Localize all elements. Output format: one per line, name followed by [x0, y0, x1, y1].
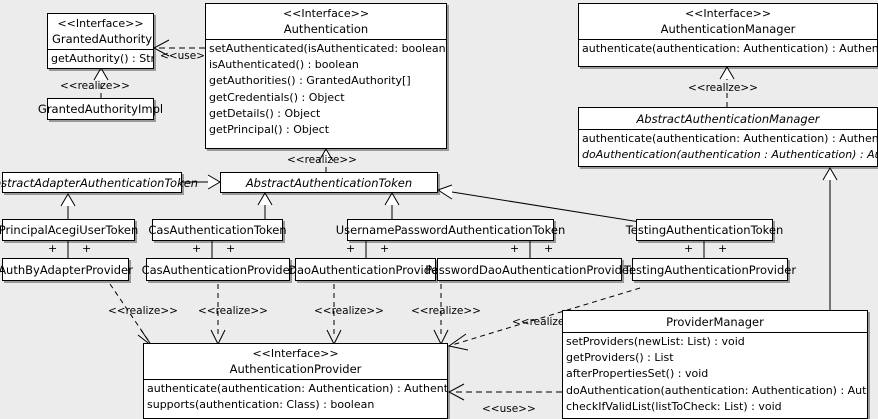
class-auth-by-adapter-provider[interactable]: AuthByAdapterProvider: [0, 258, 133, 281]
rel-label-realize-auth-by-adapter: <<realize>>: [108, 305, 178, 317]
member-row: doAuthentication(authentication: Authent…: [566, 383, 867, 397]
class-principal-acegi-user-token[interactable]: PrincipalAcegiUserToken: [0, 219, 139, 241]
assoc-plus-password-dao-provider: +: [544, 242, 554, 255]
rel-label-realize-abstract-authentication-manager: <<realize>>: [688, 82, 758, 94]
class-name: PasswordDaoAuthenticationProvider: [425, 262, 634, 277]
class-granted-authority-impl[interactable]: GrantedAuthorityImpl: [38, 98, 163, 120]
rel-label-use-granted-authority: <<use>>: [160, 50, 214, 62]
member-row: getProviders() : List: [566, 351, 674, 365]
member-row: getAuthority() : String: [51, 52, 153, 65]
class-header-authentication-manager: <<Interface>> AuthenticationManager: [579, 4, 877, 39]
assoc-plus-username-token: +: [346, 242, 356, 255]
class-name: AbstractAuthenticationToken: [245, 175, 413, 190]
compartment-divider: [579, 129, 877, 130]
members-provider-manager: setProviders(newList: List) : void getPr…: [563, 333, 867, 416]
class-testing-authentication-token[interactable]: TestingAuthenticationToken: [626, 219, 783, 241]
class-provider-manager[interactable]: ProviderManager setProviders(newList: Li…: [562, 310, 868, 419]
members-authentication-provider: authenticate(authentication: Authenticat…: [144, 380, 447, 414]
class-granted-authority[interactable]: <<Interface>> GrantedAuthority getAuthor…: [47, 13, 154, 69]
member-row: getPrincipal() : Object: [209, 123, 330, 137]
member-row: isAuthenticated() : boolean: [209, 58, 359, 72]
class-cas-authentication-provider[interactable]: CasAuthenticationProvider: [142, 258, 294, 281]
assoc-plus-auth-by-adapter: +: [82, 242, 92, 255]
rel-label-realize-abstract-authentication-token: <<realize>>: [287, 154, 357, 166]
class-abstract-authentication-token[interactable]: AbstractAuthenticationToken: [220, 172, 438, 193]
class-username-password-authentication-token[interactable]: UsernamePasswordAuthenticationToken: [336, 219, 565, 241]
stereotype-label: <<Interface>>: [684, 7, 772, 20]
member-row: checkIfValidList(listToCheck: List) : vo…: [566, 399, 782, 413]
class-authentication-manager[interactable]: <<Interface>> AuthenticationManager auth…: [578, 3, 878, 67]
compartment-divider: [206, 39, 446, 40]
class-header-provider-manager: ProviderManager: [563, 311, 867, 332]
class-cas-authentication-token[interactable]: CasAuthenticationToken: [148, 219, 287, 241]
member-row: setProviders(newList: List) : void: [566, 335, 745, 348]
stereotype-label: <<Interface>>: [282, 7, 370, 20]
member-row: afterPropertiesSet() : void: [566, 367, 709, 381]
class-name: Authentication: [283, 22, 369, 36]
class-name: ProviderManager: [666, 315, 764, 329]
class-abstract-authentication-manager[interactable]: AbstractAuthenticationManager authentica…: [578, 107, 878, 167]
class-name: AuthenticationManager: [660, 22, 796, 36]
member-row: doAuthentication(authentication : Authen…: [582, 148, 877, 162]
assoc-plus-cas-provider: +: [226, 242, 236, 255]
rel-label-use-provider-manager: <<use>>: [482, 403, 536, 415]
member-row: authenticate(authentication: Authenticat…: [147, 382, 447, 395]
compartment-divider: [579, 39, 877, 40]
class-name: UsernamePasswordAuthenticationToken: [335, 223, 566, 237]
member-row: supports(authentication: Class) : boolea…: [147, 398, 375, 412]
class-name: AbstractAdapterAuthenticationToken: [0, 175, 199, 190]
assoc-plus-dao-provider: +: [380, 242, 390, 255]
class-testing-authentication-provider[interactable]: TestingAuthenticationProvider: [624, 258, 796, 281]
assoc-plus-username-token-2: +: [510, 242, 520, 255]
member-row: getAuthorities() : GrantedAuthority[]: [209, 74, 411, 88]
class-authentication[interactable]: <<Interface>> Authentication setAuthenti…: [205, 3, 447, 149]
stereotype-label: <<Interface>>: [252, 347, 339, 360]
compartment-divider: [144, 379, 447, 380]
class-name: AbstractAuthenticationManager: [636, 112, 820, 126]
members-granted-authority: getAuthority() : String: [48, 50, 153, 68]
member-row: authenticate(authentication: Authenticat…: [582, 42, 877, 55]
compartment-divider: [563, 332, 867, 333]
class-name: AuthByAdapterProvider: [0, 262, 133, 277]
class-name: CasAuthenticationProvider: [141, 262, 295, 277]
rel-label-realize-dao-provider: <<realize>>: [314, 305, 384, 317]
rel-label-realize-cas-provider: <<realize>>: [198, 305, 268, 317]
class-name: TestingAuthenticationProvider: [623, 262, 797, 277]
class-header-granted-authority: <<Interface>> GrantedAuthority: [48, 14, 153, 49]
assoc-plus-testing-token: +: [684, 242, 694, 255]
class-abstract-adapter-authentication-token[interactable]: AbstractAdapterAuthenticationToken: [0, 172, 198, 193]
assoc-plus-principal-token: +: [48, 242, 58, 255]
assoc-plus-cas-token: +: [192, 242, 202, 255]
class-authentication-provider[interactable]: <<Interface>> AuthenticationProvider aut…: [143, 343, 448, 419]
class-name: PrincipalAcegiUserToken: [0, 223, 139, 237]
member-row: getDetails() : Object: [209, 106, 321, 120]
class-name: GrantedAuthority: [52, 32, 153, 46]
class-header-abstract-authentication-manager: AbstractAuthenticationManager: [579, 108, 877, 129]
assoc-plus-testing-provider: +: [718, 242, 728, 255]
stereotype-label: <<Interface>>: [57, 17, 144, 30]
rel-label-realize-password-dao-provider: <<realize>>: [411, 305, 481, 317]
member-row: setAuthenticated(isAuthenticated: boolea…: [209, 42, 446, 55]
class-password-dao-authentication-provider[interactable]: PasswordDaoAuthenticationProvider: [425, 258, 634, 281]
class-dao-authentication-provider[interactable]: DaoAuthenticationProvider: [288, 258, 443, 281]
members-authentication: setAuthenticated(isAuthenticated: boolea…: [206, 40, 446, 139]
class-name: GrantedAuthorityImpl: [37, 102, 164, 116]
class-header-authentication-provider: <<Interface>> AuthenticationProvider: [144, 344, 447, 379]
member-row: getCredentials() : Object: [209, 90, 345, 104]
class-name: AuthenticationProvider: [229, 362, 362, 376]
class-name: CasAuthenticationToken: [148, 223, 287, 237]
member-row: authenticate(authentication: Authenticat…: [582, 132, 877, 145]
members-abstract-authentication-manager: authenticate(authentication: Authenticat…: [579, 130, 877, 164]
compartment-divider: [48, 49, 153, 50]
class-name: TestingAuthenticationToken: [625, 223, 784, 237]
members-authentication-manager: authenticate(authentication: Authenticat…: [579, 40, 877, 58]
class-header-authentication: <<Interface>> Authentication: [206, 4, 446, 39]
class-name: DaoAuthenticationProvider: [288, 262, 443, 277]
rel-label-realize-granted-authority-impl: <<realize>>: [60, 80, 130, 92]
